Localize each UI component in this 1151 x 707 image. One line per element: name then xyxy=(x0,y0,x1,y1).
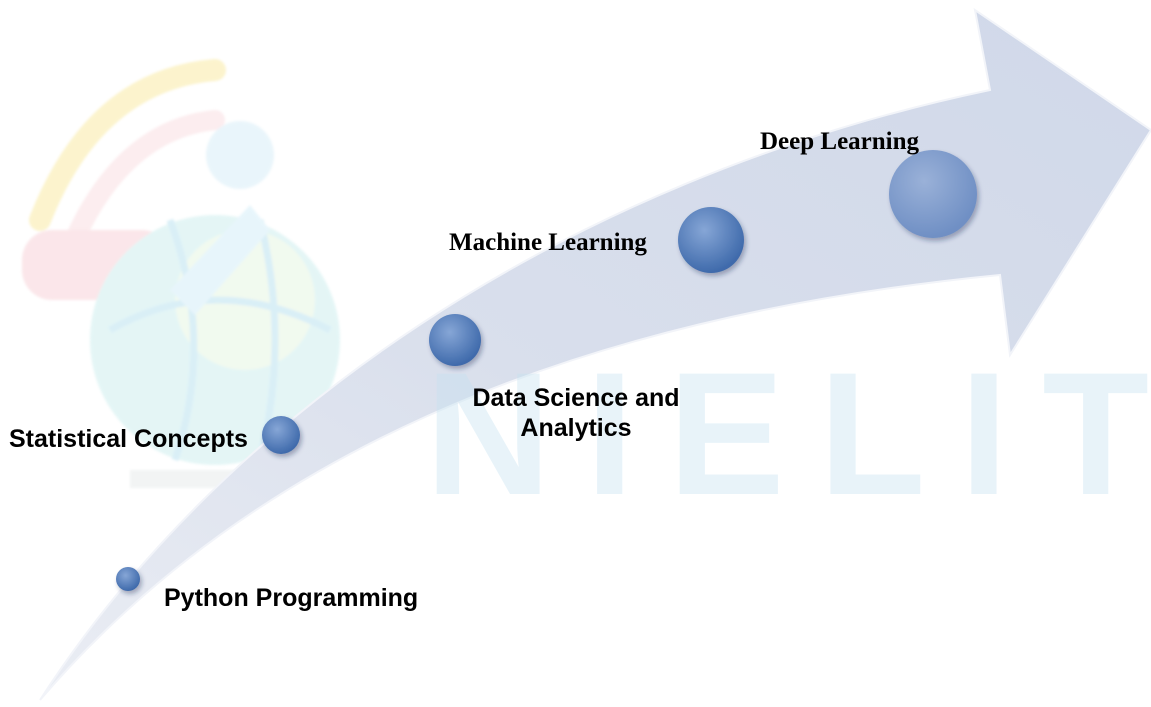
label-data-science: Data Science and Analytics xyxy=(463,383,689,443)
label-data-science-line2: Analytics xyxy=(520,414,632,442)
node-machine-learning xyxy=(678,207,744,273)
node-deep-learning xyxy=(889,150,977,238)
label-machine-learning: Machine Learning xyxy=(449,229,647,256)
label-statistics: Statistical Concepts xyxy=(9,425,248,453)
node-python xyxy=(116,567,140,591)
node-statistics xyxy=(262,416,300,454)
node-data-science xyxy=(429,314,481,366)
label-python: Python Programming xyxy=(164,584,419,612)
label-deep-learning: Deep Learning xyxy=(760,128,920,155)
label-data-science-line1: Data Science and xyxy=(472,384,680,412)
watermark-text: NIELIT xyxy=(425,337,1151,532)
